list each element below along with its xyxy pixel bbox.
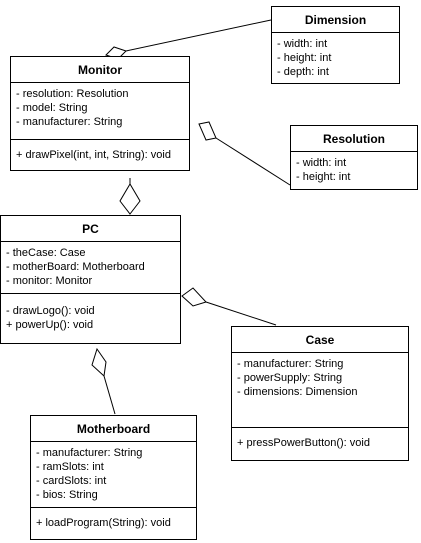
operation: + pressPowerButton(): void: [237, 437, 370, 449]
attribute: - width: int: [277, 38, 328, 50]
attribute: - manufacturer: String: [36, 447, 143, 459]
attribute: - height: int: [296, 171, 351, 183]
class-case[interactable]: Case - manufacturer: String - powerSuppl…: [231, 326, 409, 461]
class-name: Dimension: [272, 7, 399, 33]
aggregation-diamond-monitor-resolution: [198, 121, 217, 141]
attributes-section: - width: int - height: int: [291, 152, 417, 188]
assoc-monitor-resolution: [215, 137, 291, 186]
attribute: - manufacturer: String: [237, 358, 344, 370]
class-resolution[interactable]: Resolution - width: int - height: int: [290, 125, 418, 190]
operations-section: - drawLogo(): void + powerUp(): void: [1, 294, 180, 336]
attribute: - monitor: Monitor: [6, 275, 93, 287]
attributes-section: - theCase: Case - motherBoard: Motherboa…: [1, 242, 180, 294]
attributes-section: - manufacturer: String - ramSlots: int -…: [31, 442, 196, 508]
class-monitor[interactable]: Monitor - resolution: Resolution - model…: [10, 56, 190, 171]
attribute: - cardSlots: int: [36, 475, 107, 487]
operations-section: + drawPixel(int, int, String): void: [11, 140, 189, 166]
aggregation-diamond-pc-case: [181, 287, 207, 307]
attribute: - depth: int: [277, 66, 329, 78]
class-name: PC: [1, 216, 180, 242]
attribute: - height: int: [277, 52, 332, 64]
attribute: - resolution: Resolution: [16, 88, 129, 100]
attributes-section: - width: int - height: int - depth: int: [272, 33, 399, 83]
aggregation-diamond-pc-motherboard: [91, 347, 107, 378]
class-name: Monitor: [11, 57, 189, 83]
class-pc[interactable]: PC - theCase: Case - motherBoard: Mother…: [0, 215, 181, 344]
assoc-pc-case: [205, 301, 277, 326]
class-name: Resolution: [291, 126, 417, 152]
attributes-section: - manufacturer: String - powerSupply: St…: [232, 353, 408, 428]
attribute: - model: String: [16, 102, 88, 114]
class-name: Case: [232, 327, 408, 353]
operation: + powerUp(): void: [6, 319, 94, 331]
attribute: - theCase: Case: [6, 247, 86, 259]
operations-section: + pressPowerButton(): void: [232, 428, 408, 454]
assoc-pc-motherboard: [103, 375, 116, 415]
attribute: - manufacturer: String: [16, 116, 123, 128]
attribute: - ramSlots: int: [36, 461, 104, 473]
class-motherboard[interactable]: Motherboard - manufacturer: String - ram…: [30, 415, 197, 540]
attribute: - dimensions: Dimension: [237, 386, 358, 398]
class-dimension[interactable]: Dimension - width: int - height: int - d…: [271, 6, 400, 84]
operation: + drawPixel(int, int, String): void: [16, 149, 171, 161]
operation: - drawLogo(): void: [6, 305, 95, 317]
attribute: - motherBoard: Motherboard: [6, 261, 145, 273]
aggregation-diamond-pc-monitor: [119, 183, 141, 215]
assoc-monitor-dimension: [125, 19, 272, 52]
attribute: - bios: String: [36, 489, 98, 501]
operations-section: + loadProgram(String): void: [31, 508, 196, 534]
class-name: Motherboard: [31, 416, 196, 442]
attribute: - width: int: [296, 157, 347, 169]
operation: + loadProgram(String): void: [36, 517, 171, 529]
attribute: - powerSupply: String: [237, 372, 343, 384]
attributes-section: - resolution: Resolution - model: String…: [11, 83, 189, 140]
